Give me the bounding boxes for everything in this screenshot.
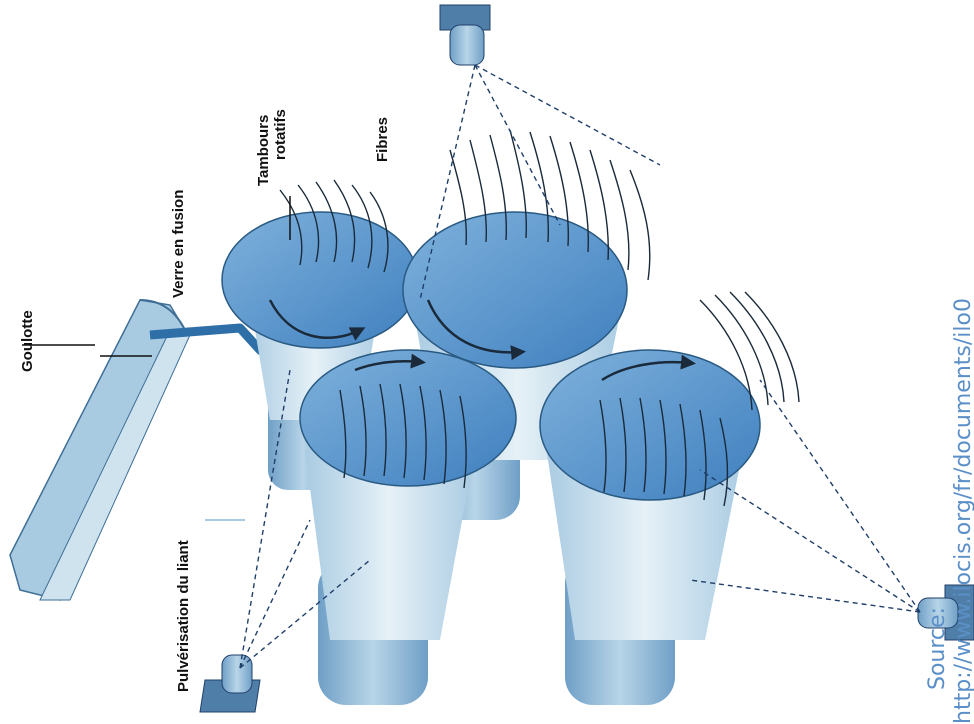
drum-front-right (540, 350, 760, 705)
label-fibres: Fibres (374, 117, 391, 162)
spray-nozzle-bottom-left (200, 655, 260, 712)
drum-front-left (300, 350, 516, 705)
source-url: http://www.ilocis.org/fr/documents/ilo0 (951, 298, 974, 724)
label-pulverisation: Pulvérisation du liant (175, 540, 192, 692)
label-verre-en-fusion: Verre en fusion (170, 190, 187, 298)
spray-nozzle-top (440, 5, 490, 65)
label-tambours: Tambours (255, 115, 272, 186)
label-rotatifs: rotatifs (272, 109, 289, 160)
source-label: Source: (925, 607, 950, 690)
label-goulotte: Goulotte (19, 310, 36, 372)
